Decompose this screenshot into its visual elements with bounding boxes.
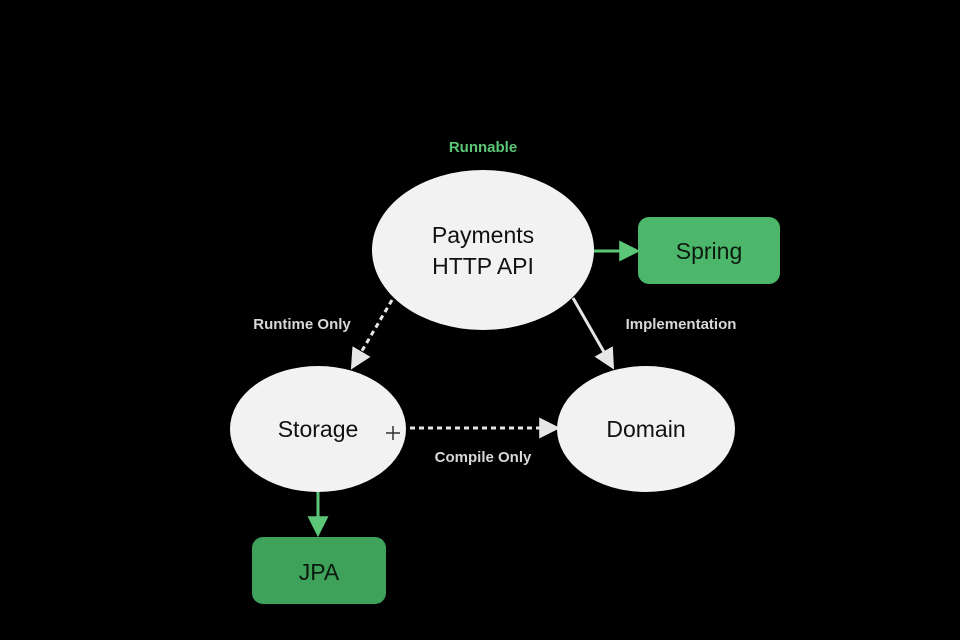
node-domain-label: Domain [606, 416, 685, 442]
box-jpa-label: JPA [299, 559, 340, 585]
plus-icon [386, 426, 400, 440]
box-spring: Spring [638, 217, 780, 284]
node-payments-http-api: Payments HTTP API [372, 170, 594, 330]
node-payments-line2: HTTP API [432, 253, 534, 279]
node-domain-shape [557, 366, 735, 492]
box-spring-label: Spring [676, 238, 742, 264]
edge-label-implementation: Implementation [626, 316, 737, 333]
box-spring-shape [638, 217, 780, 284]
node-payments-line1: Payments [432, 222, 534, 248]
node-storage: Storage [230, 366, 406, 492]
node-domain: Domain [557, 366, 735, 492]
edge-label-runtime-only: Runtime Only [253, 316, 351, 333]
edge-payments-to-domain-implementation [571, 297, 615, 370]
runnable-label: Runnable [449, 139, 517, 156]
box-jpa: JPA [252, 537, 386, 604]
node-payments-shape [372, 170, 594, 330]
node-storage-shape [230, 366, 406, 492]
edge-label-compile-only: Compile Only [435, 449, 532, 466]
edge-payments-to-storage-runtime-only [350, 299, 394, 370]
box-jpa-shape [252, 537, 386, 604]
node-storage-label: Storage [278, 416, 359, 442]
